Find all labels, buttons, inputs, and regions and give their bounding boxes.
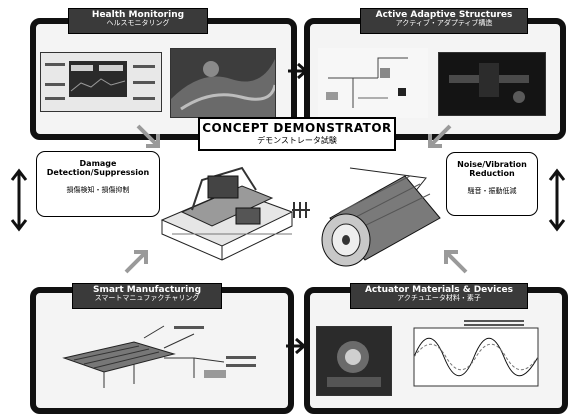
actuator-photo [316,326,392,396]
concept-demonstrator-heading: CONCEPT DEMONSTRATOR [200,121,394,135]
noise-vibration-callout: Noise/Vibration Reduction 騒音・振動低減 [446,152,538,216]
arrow-from-smart-icon [122,246,152,276]
health-monitoring-signal-image [40,52,162,112]
health-monitoring-label: Health Monitoring ヘルスモニタリング [68,8,208,34]
noise-vibration-subtitle: 騒音・振動低減 [447,186,537,196]
left-vertical-double-arrow-icon [10,168,28,232]
damage-detection-title: Damage Detection/Suppression [37,160,159,178]
smart-manufacturing-subtitle: スマートマニュファクチャリング [77,295,217,302]
active-adaptive-subtitle: アクティブ・アダプティブ構造 [365,20,523,27]
arrow-from-health-icon [134,122,164,152]
actuator-materials-label: Actuator Materials & Devices アクチュエータ材料・素… [350,283,528,309]
concept-demonstrator-subtitle: デモンストレータ試験 [200,135,394,146]
concept-demonstrator-title: CONCEPT DEMONSTRATOR デモンストレータ試験 [198,117,396,151]
active-adaptive-diagram [318,48,428,118]
smart-manufacturing-label: Smart Manufacturing スマートマニュファクチャリング [72,283,222,309]
health-monitoring-subtitle: ヘルスモニタリング [73,20,203,27]
small-component-icon [290,200,312,220]
active-adaptive-label: Active Adaptive Structures アクティブ・アダプティブ構… [360,8,528,34]
actuator-materials-subtitle: アクチュエータ材料・素子 [355,295,523,302]
arrow-from-active-icon [424,122,454,152]
actuator-waveform-plot [394,318,546,398]
noise-cylinder-image [310,158,450,270]
arrow-health-to-active-icon [286,60,308,82]
noise-vibration-title: Noise/Vibration Reduction [447,161,537,179]
smart-manufacturing-schematic [44,318,270,394]
arrow-smart-to-actuator-icon [284,335,306,357]
damage-demonstrator-image [152,150,302,270]
damage-detection-callout: Damage Detection/Suppression 損傷検知・損傷抑制 [36,151,160,217]
right-vertical-double-arrow-icon [548,168,566,232]
active-adaptive-photo [438,52,546,116]
damage-detection-subtitle: 損傷検知・損傷抑制 [37,185,159,195]
health-monitoring-photo [170,48,276,118]
arrow-from-actuator-icon [440,246,470,276]
